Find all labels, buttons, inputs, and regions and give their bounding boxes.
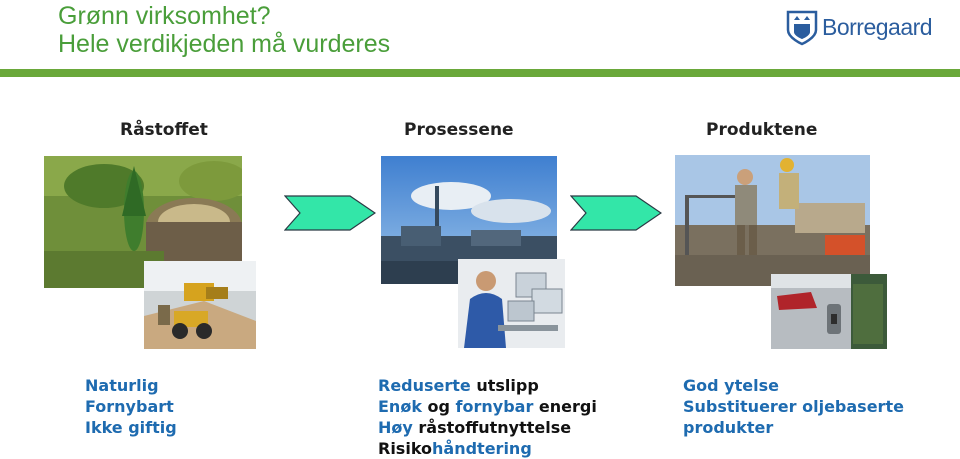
list-item: Ikke giftig — [85, 418, 177, 437]
list-item: Enøk og fornybar energi — [378, 397, 597, 416]
products-list: God ytelse Substituerer oljebaserte prod… — [683, 375, 904, 438]
heading-processes: Prosessene — [404, 120, 514, 140]
process-list: Reduserte utslipp Enøk og fornybar energ… — [378, 375, 597, 459]
list-item: Naturlig — [85, 376, 159, 395]
heading-raw-material: Råstoffet — [120, 120, 208, 140]
logo-wordmark: Borregaard — [822, 14, 933, 40]
arrow-right-icon — [570, 195, 662, 231]
construction-workers-photo — [675, 155, 870, 286]
raw-material-list: Naturlig Fornybart Ikke giftig — [85, 375, 177, 438]
borregaard-logo: Borregaard — [786, 8, 933, 48]
car-fuel-cap-photo — [771, 274, 887, 349]
slide-title-line-1: Grønn virksomhet? — [58, 2, 271, 30]
heading-products: Produktene — [706, 120, 818, 140]
list-item: Substituerer oljebaserte — [683, 397, 904, 416]
list-item: Risikohåndtering — [378, 439, 532, 458]
list-item: produkter — [683, 418, 774, 437]
shield-icon — [786, 10, 818, 46]
list-item: God ytelse — [683, 376, 779, 395]
list-item: Reduserte utslipp — [378, 376, 539, 395]
computer-operator-photo — [458, 259, 565, 348]
wheel-loader-photo — [144, 261, 256, 349]
slide-title-line-2: Hele verdikjeden må vurderes — [58, 30, 391, 58]
green-divider — [0, 69, 960, 77]
list-item: Høy råstoffutnyttelse — [378, 418, 572, 437]
arrow-right-icon — [284, 195, 376, 231]
list-item: Fornybart — [85, 397, 174, 416]
